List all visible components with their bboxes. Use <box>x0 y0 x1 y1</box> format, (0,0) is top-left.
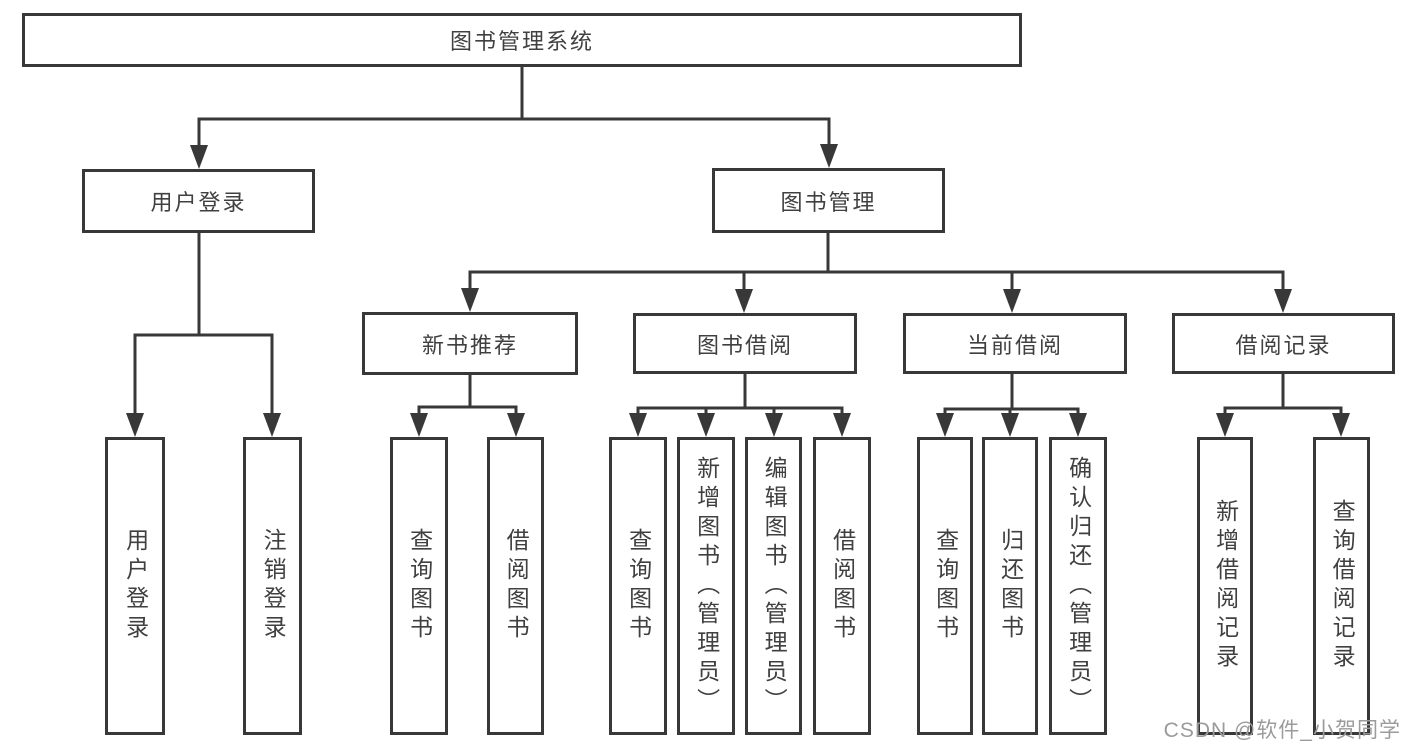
leaf-query-books-recommend: 查询图书 <box>390 437 448 735</box>
node-book-management: 图书管理 <box>712 168 945 233</box>
leaf-query-books-borrowing: 查询图书 <box>609 437 667 735</box>
node-label: 图书借阅 <box>696 332 793 358</box>
leaf-label: 查询借阅记录 <box>1329 499 1356 673</box>
leaf-borrow-books: 借阅图书 <box>813 437 871 735</box>
leaf-label: 注销登录 <box>260 528 287 644</box>
node-borrow-records: 借阅记录 <box>1172 313 1395 374</box>
node-library-management-system: 图书管理系统 <box>22 13 1022 67</box>
leaf-edit-books-admin: 编辑图书（管理员） <box>745 437 802 735</box>
leaf-label: 归还图书 <box>997 528 1024 644</box>
leaf-user-login: 用户登录 <box>105 437 165 735</box>
node-current-borrowing: 当前借阅 <box>903 313 1127 374</box>
node-label: 新书推荐 <box>421 332 518 358</box>
leaf-label: 查询图书 <box>406 528 433 644</box>
node-label: 当前借阅 <box>966 332 1063 358</box>
leaf-query-books-current: 查询图书 <box>917 437 973 735</box>
leaf-label: 借阅图书 <box>829 528 856 644</box>
leaf-label: 编辑图书（管理员） <box>761 455 788 717</box>
leaf-return-books: 归还图书 <box>982 437 1038 735</box>
leaf-label: 新增图书（管理员） <box>693 455 720 717</box>
leaf-label: 新增借阅记录 <box>1212 499 1239 673</box>
node-label: 借阅记录 <box>1235 332 1332 358</box>
leaf-label: 借阅图书 <box>503 528 530 644</box>
leaf-borrow-books-recommend: 借阅图书 <box>487 437 544 735</box>
leaf-query-borrow-record: 查询借阅记录 <box>1313 437 1370 735</box>
leaf-confirm-return-admin: 确认归还（管理员） <box>1049 437 1107 735</box>
node-label: 用户登录 <box>150 190 247 215</box>
leaf-label: 查询图书 <box>625 528 652 644</box>
leaf-add-borrow-record: 新增借阅记录 <box>1197 437 1253 735</box>
leaf-logout: 注销登录 <box>243 437 302 735</box>
node-label: 图书管理系统 <box>449 29 594 54</box>
leaf-label: 用户登录 <box>122 528 149 644</box>
leaf-label: 查询图书 <box>932 528 959 644</box>
leaf-label: 确认归还（管理员） <box>1065 455 1092 717</box>
node-book-borrowing: 图书借阅 <box>633 313 857 374</box>
csdn-watermark: CSDN @软件_小贺同学 <box>1163 719 1401 742</box>
leaf-add-books-admin: 新增图书（管理员） <box>677 437 735 735</box>
node-user-login: 用户登录 <box>82 169 315 233</box>
node-label: 图书管理 <box>780 189 877 215</box>
node-new-book-recommend: 新书推荐 <box>362 312 578 375</box>
